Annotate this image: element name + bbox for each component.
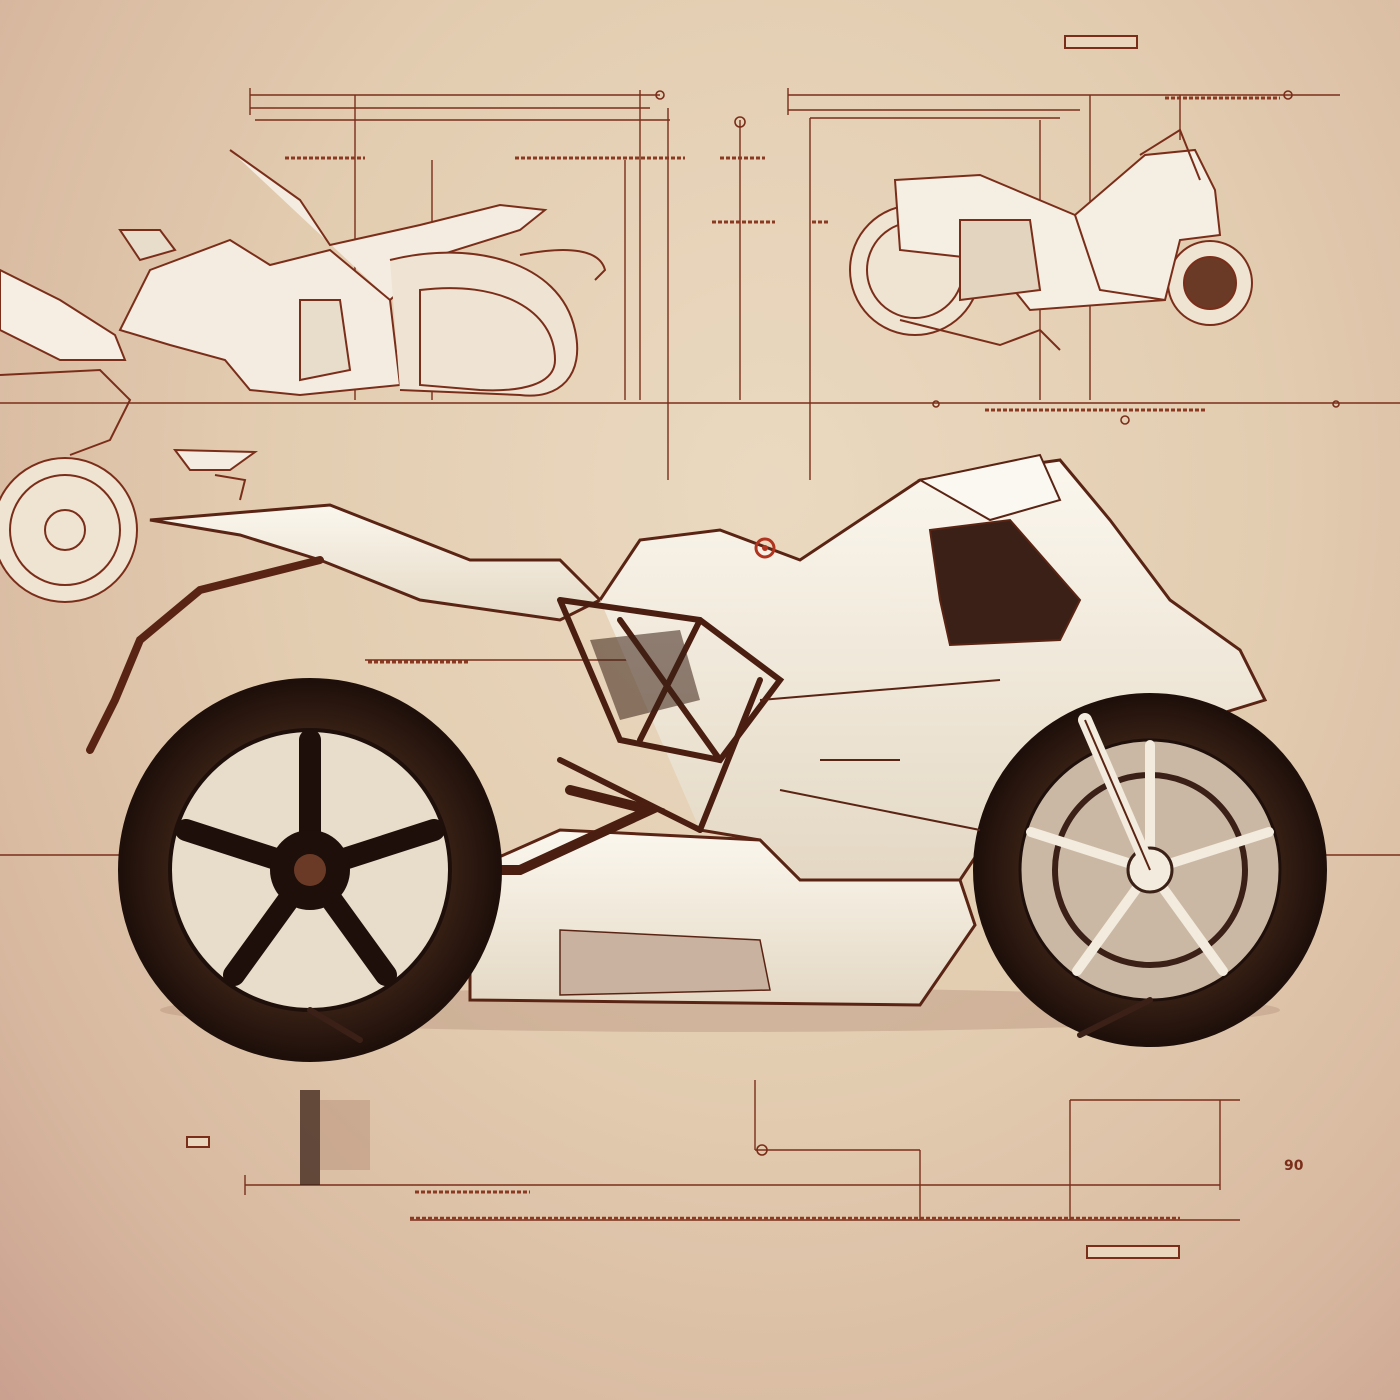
motorcycle-main [86, 453, 1327, 1062]
annotation-scribbles [285, 96, 1280, 1220]
cockpit-opening [928, 518, 1082, 647]
engine-block [590, 630, 700, 720]
stamp-boxes [186, 35, 1180, 1259]
page-number: 90 [1284, 1158, 1304, 1174]
logo-badge [754, 537, 776, 559]
tail-fairing [149, 503, 603, 622]
windscreen [917, 453, 1062, 522]
dimension-lines [0, 88, 1400, 1221]
motorcycle-sketch-top-right [849, 128, 1253, 351]
rear-subframe [86, 556, 324, 754]
stamp-box-top [1064, 35, 1138, 49]
motorcycle-sketch-top-left [0, 149, 607, 603]
stamp-box-bottom [1086, 1245, 1180, 1259]
construction-post [300, 1090, 370, 1185]
dimension-markers [655, 90, 1340, 1156]
stamp-box-left [186, 1136, 210, 1148]
rear-wheel [118, 678, 502, 1062]
